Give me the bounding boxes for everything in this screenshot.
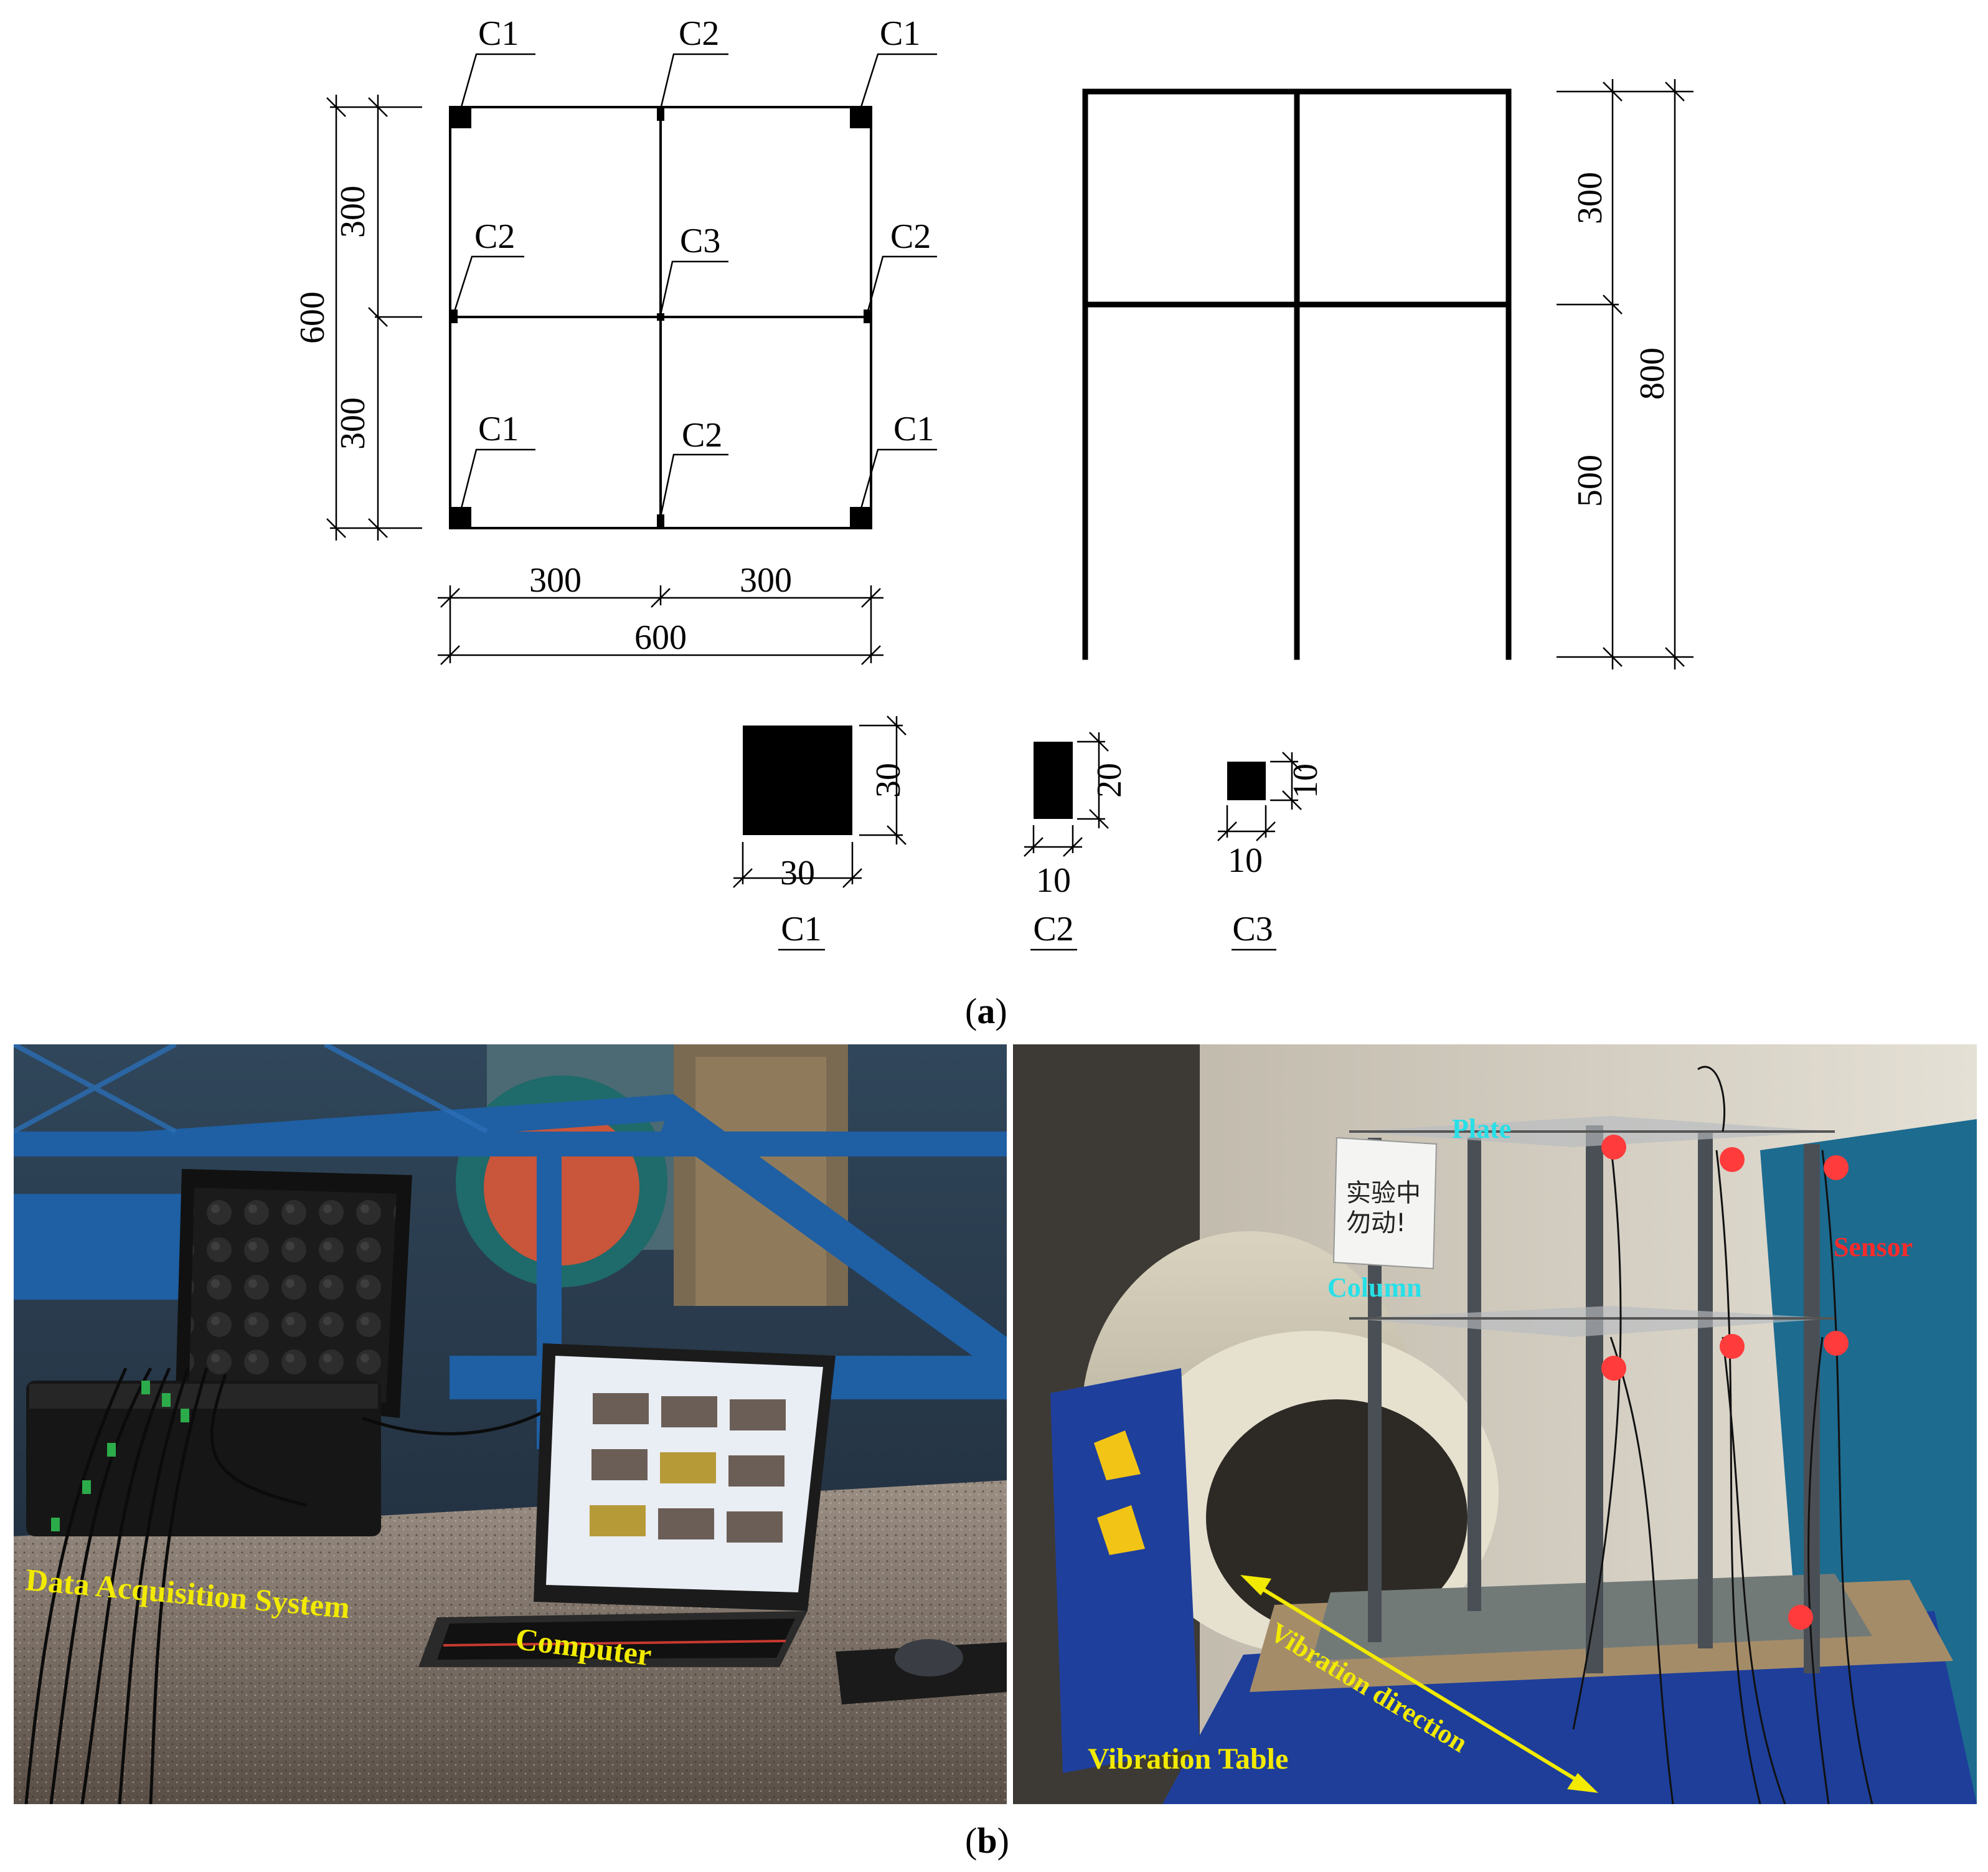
dim-elevation-lower: 500 [1571,455,1609,507]
dim-plan-lower: 300 [334,397,372,450]
sensor-dot-6 [1824,1331,1849,1356]
panel-a-drawings: C1 C2 C1 C2 C3 C2 C1 C2 C1 300 300 600 [293,14,1694,951]
section-c2-height: 20 [1090,763,1129,798]
label-c2-mr: C2 [890,217,931,256]
column-c1-tl [450,107,471,128]
dim-plan-total-horizontal: 600 [634,618,687,657]
column-c1-tr [850,107,871,128]
photo-daq-computer: Data Acquisition System Computer [14,1044,1007,1804]
section-c3-name: C3 [1232,910,1273,948]
column-c2-ml [450,310,458,323]
section-c3: 10 10 C3 [1217,752,1325,951]
section-c1-height: 30 [869,763,908,798]
sensor-dot-3 [1824,1155,1849,1180]
caption-b-letter: b [977,1820,997,1861]
elevation-frame [1082,88,1512,660]
dim-plan-upper: 300 [334,186,372,238]
label-c1-br: C1 [893,410,934,448]
caption-b: (b) [965,1820,1009,1861]
sign-text: 实验中 勿动! [1346,1179,1421,1237]
column-c3-mm [657,313,664,321]
dim-plan-right-span: 300 [740,561,792,600]
plan-column-labels: C1 C2 C1 C2 C3 C2 C1 C2 C1 [474,14,934,455]
column-c2-bm [657,514,664,528]
dim-elevation-total: 800 [1633,347,1672,400]
sensor-dot-4 [1601,1356,1626,1381]
section-c1-name: C1 [781,910,821,948]
plan-vertical-dimensions [326,95,422,541]
column-c2-tm [657,107,664,121]
section-c2: 20 10 C2 [1024,732,1129,951]
caption-a: (a) [965,991,1007,1031]
dim-plan-total-vertical: 600 [293,291,332,344]
elevation-dimensions [1557,79,1694,669]
plan-leaders [453,53,937,518]
label-vibration-table: Vibration Table [1088,1742,1289,1775]
sensor-dot-1 [1601,1135,1626,1160]
photo-vibration-table: Plate Column Sensor 实验中 勿动! Vibration di… [1013,1044,1977,1804]
section-c3-height: 10 [1286,763,1325,798]
section-c1-width: 30 [780,854,815,892]
label-c2-ml: C2 [474,217,515,256]
label-c2-bm: C2 [682,416,722,455]
section-c3-width: 10 [1228,841,1263,880]
label-c2-tm: C2 [679,14,719,53]
caption-a-letter: a [977,991,996,1031]
sensor-dot-2 [1720,1147,1745,1172]
sensor-dot-5 [1720,1334,1745,1359]
dim-elevation-upper: 300 [1571,172,1609,224]
plan-horizontal-dimensions [438,585,883,665]
sensor-dot-7 [1788,1605,1813,1630]
column-c2-mr [864,310,871,323]
section-c2-width: 10 [1036,861,1071,900]
label-c1-tr: C1 [880,14,920,53]
label-sensor: Sensor [1834,1232,1913,1262]
section-c1: 30 30 C1 [733,716,908,951]
label-plate: Plate [1452,1113,1512,1144]
dim-plan-left-span: 300 [529,561,582,600]
label-c1-tl: C1 [478,14,519,53]
label-c3-mm: C3 [680,222,720,260]
label-column: Column [1327,1272,1422,1303]
section-c2-name: C2 [1033,910,1073,948]
label-c1-bl: C1 [478,410,519,448]
